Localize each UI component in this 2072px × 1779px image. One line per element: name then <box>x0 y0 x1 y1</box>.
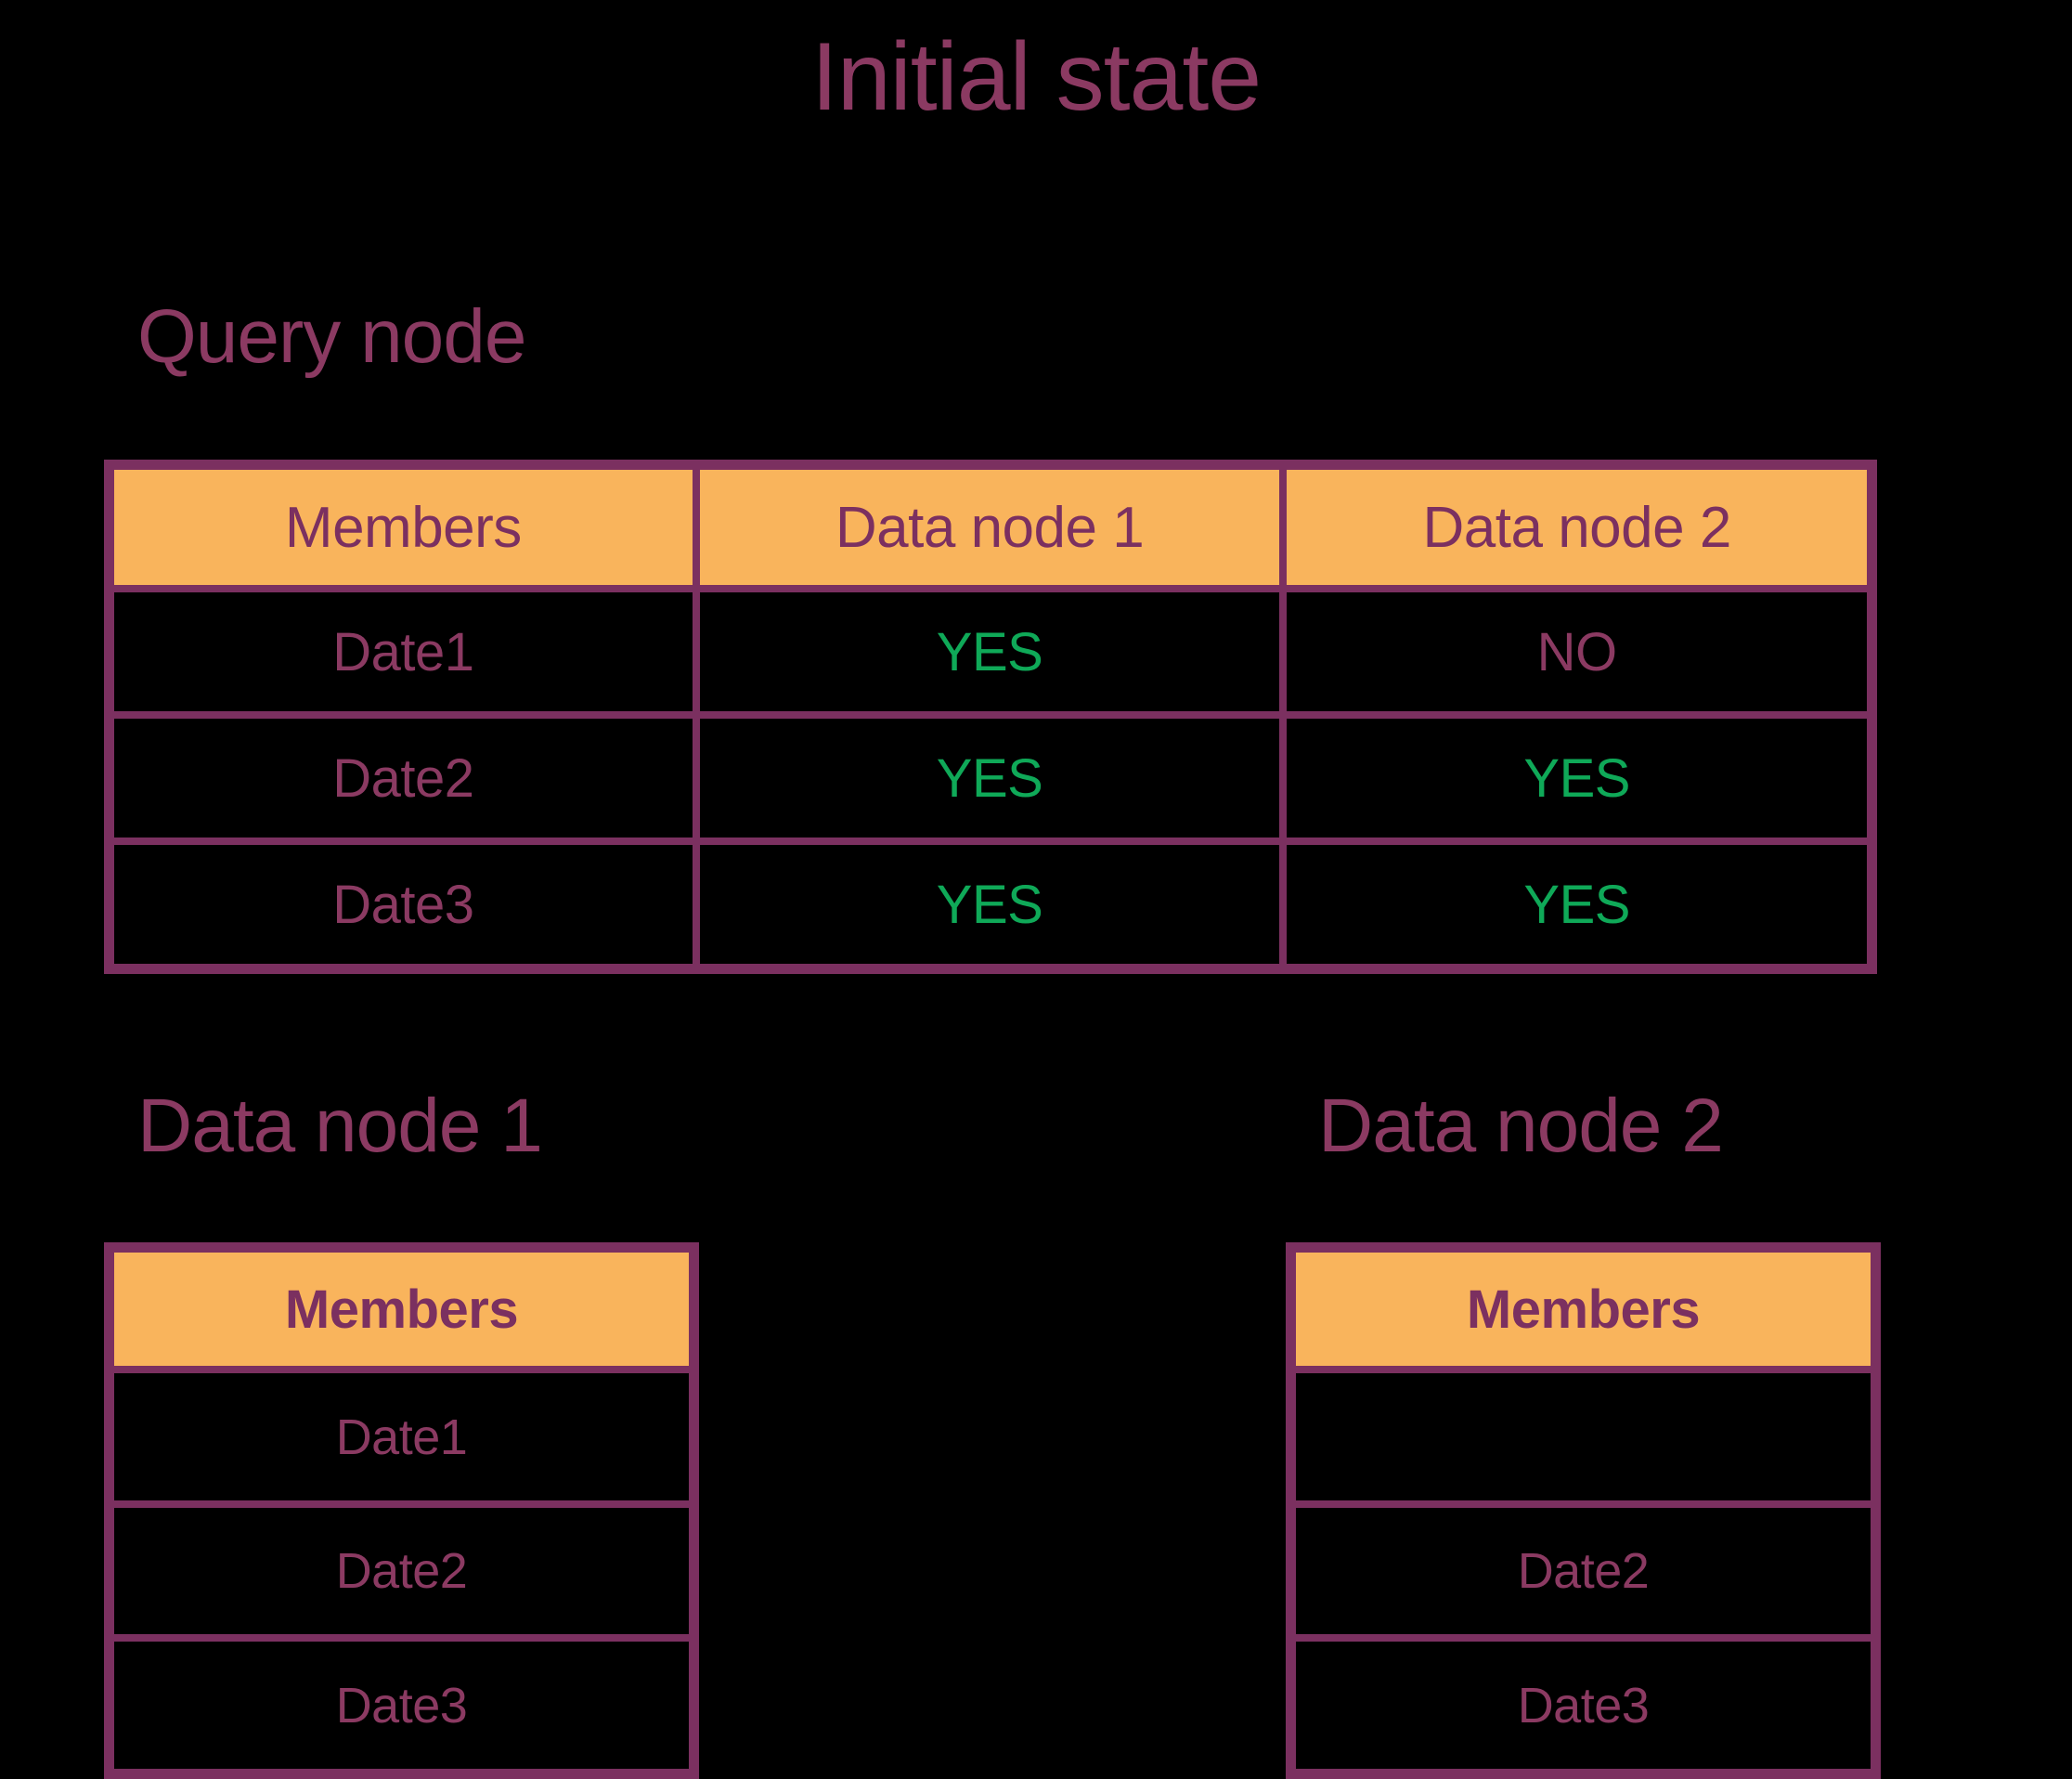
table-row: Date3 <box>110 1638 693 1773</box>
member-cell-empty <box>1292 1370 1874 1504</box>
member-cell: Date3 <box>110 841 696 967</box>
table-header-row: Members Data node 1 Data node 2 <box>110 466 1871 589</box>
page-title: Initial state <box>810 23 1262 131</box>
table-row: Date2 YES YES <box>110 715 1871 841</box>
node2-status-cell: YES <box>1283 715 1871 841</box>
column-header-data-node-1: Data node 1 <box>695 466 1284 589</box>
member-cell: Date2 <box>110 715 696 841</box>
table-row: Date2 <box>110 1503 693 1639</box>
member-cell: Date3 <box>110 1638 693 1773</box>
query-node-heading: Query node <box>137 294 526 379</box>
table-row: Date1 YES NO <box>110 589 1871 715</box>
member-cell: Date3 <box>1292 1638 1874 1773</box>
data-node-1-table: Members Date1 Date2 Date3 <box>104 1242 699 1779</box>
member-cell: Date2 <box>1292 1503 1874 1639</box>
data-node-1-heading: Data node 1 <box>137 1084 543 1168</box>
table-row: Date3 <box>1292 1638 1874 1773</box>
node2-status-cell: YES <box>1283 841 1871 967</box>
data-node-2-heading: Data node 2 <box>1318 1084 1724 1168</box>
query-node-table: Members Data node 1 Data node 2 Date1 YE… <box>104 460 1877 974</box>
node2-status-cell: NO <box>1283 589 1871 715</box>
data-node-2-table: Members Date2 Date3 <box>1286 1242 1881 1779</box>
column-header-data-node-2: Data node 2 <box>1283 466 1871 589</box>
table-row: Date1 <box>110 1370 693 1504</box>
member-cell: Date1 <box>110 1370 693 1504</box>
member-cell: Date1 <box>110 589 696 715</box>
node1-status-cell: YES <box>695 841 1284 967</box>
table-row: Date2 <box>1292 1503 1874 1639</box>
node1-status-cell: YES <box>695 715 1284 841</box>
table-row: Date3 YES YES <box>110 841 1871 967</box>
column-header-members: Members <box>110 1249 693 1370</box>
node1-status-cell: YES <box>695 589 1284 715</box>
column-header-members: Members <box>1292 1249 1874 1370</box>
column-header-members: Members <box>110 466 696 589</box>
table-row <box>1292 1370 1874 1504</box>
table-header-row: Members <box>1292 1249 1874 1370</box>
table-header-row: Members <box>110 1249 693 1370</box>
member-cell: Date2 <box>110 1503 693 1639</box>
